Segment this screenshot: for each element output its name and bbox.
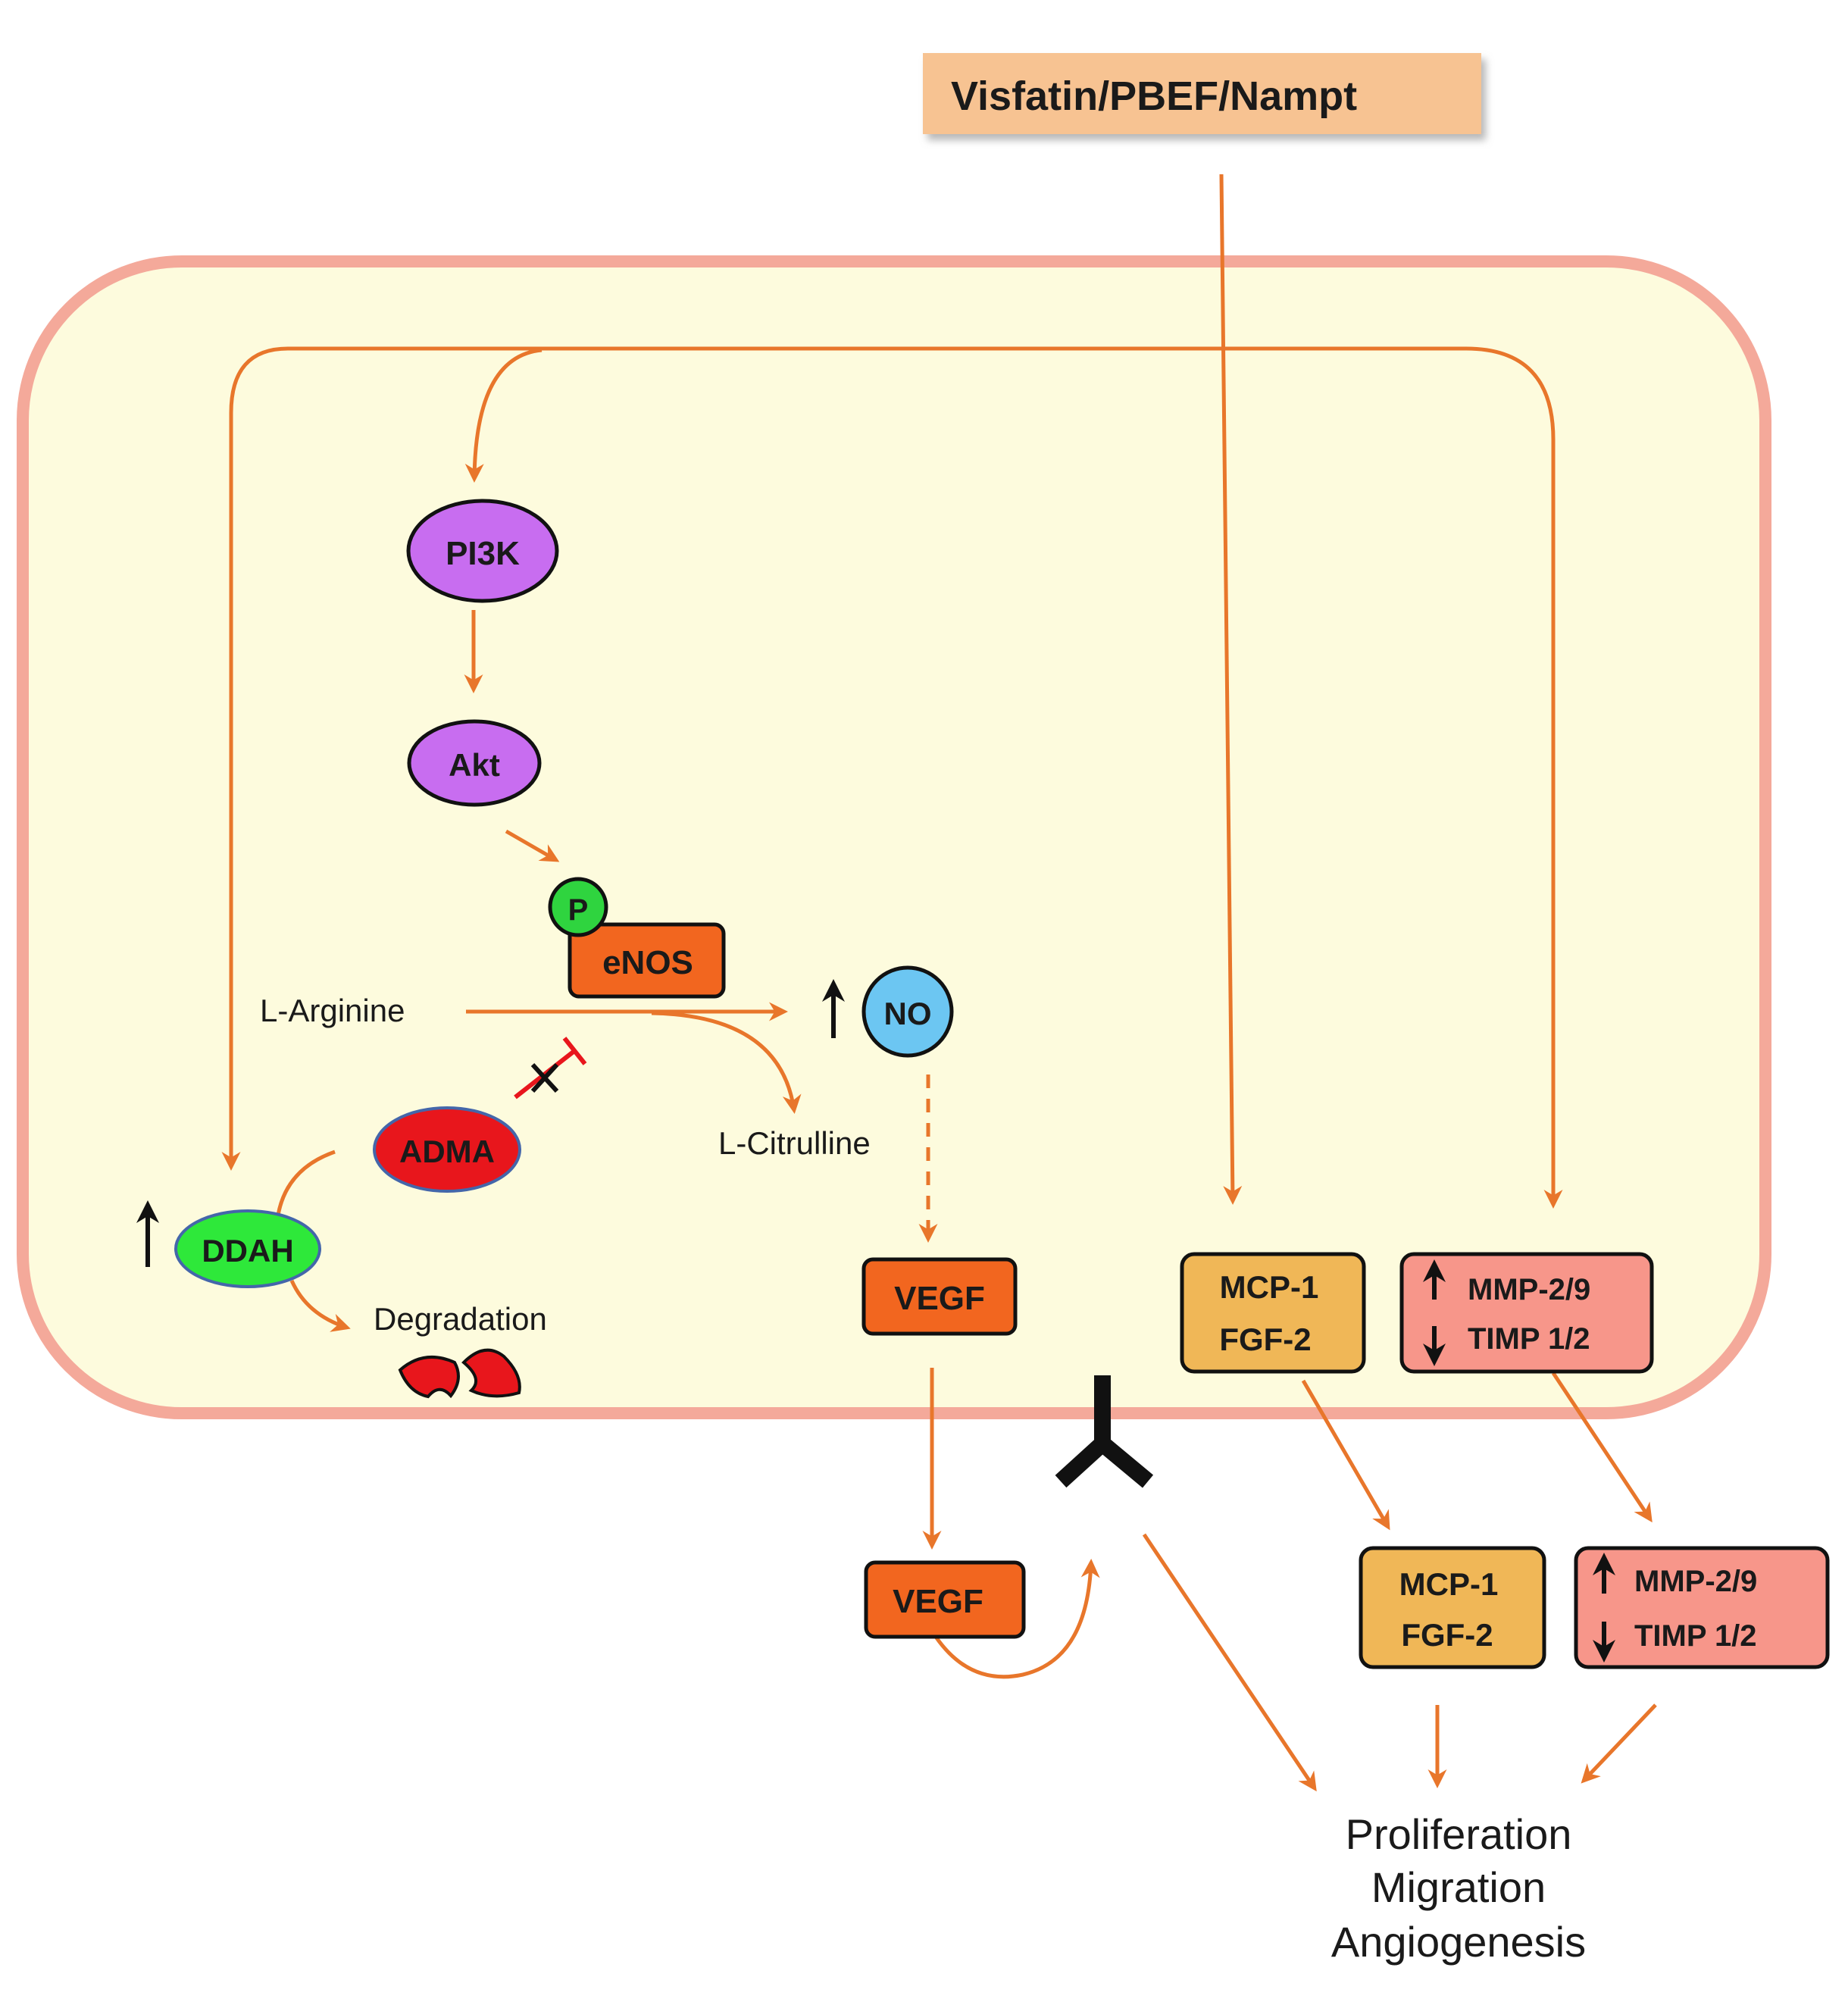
outcome-proliferation: Proliferation	[1346, 1810, 1572, 1858]
enos-label: eNOS	[602, 944, 693, 981]
receptor-icon	[1055, 1375, 1154, 1488]
vegf-inside-box: VEGF	[861, 1257, 1018, 1336]
mmp-outside-label: MMP-2/9	[1634, 1565, 1757, 1598]
pi3k-label: PI3K	[446, 535, 520, 572]
outcomes-list: Proliferation Migration Angiogenesis	[1331, 1810, 1586, 1966]
mmp-inside-label: MMP-2/9	[1468, 1273, 1590, 1306]
adma-label: ADMA	[399, 1134, 495, 1169]
phospho-label: P	[568, 893, 589, 927]
ddah-node: DDAH	[136, 1200, 321, 1288]
l-citrulline-label: L-Citrulline	[718, 1125, 871, 1161]
no-label: NO	[884, 996, 932, 1031]
fgf2-outside-label: FGF-2	[1401, 1617, 1493, 1653]
mcp1-fgf2-inside-box: MCP-1 FGF-2	[1180, 1252, 1366, 1374]
inhibition-blocked-icon	[514, 1037, 587, 1100]
phospho-badge	[548, 877, 608, 937]
no-node: NO	[822, 965, 954, 1058]
timp-inside-label: TIMP 1/2	[1468, 1322, 1590, 1356]
mmp-timp-outside-box: MMP-2/9 TIMP 1/2	[1574, 1546, 1830, 1669]
visfatin-label: Visfatin/PBEF/Nampt	[951, 74, 1357, 119]
mmp-timp-inside-box: MMP-2/9 TIMP 1/2	[1399, 1252, 1654, 1374]
timp-outside-label: TIMP 1/2	[1634, 1619, 1757, 1653]
outcome-angiogenesis: Angiogenesis	[1331, 1918, 1586, 1966]
pi3k-node: PI3K	[406, 499, 559, 603]
degraded-fragments-icon	[398, 1348, 521, 1399]
mcp1-fgf2-outside-box: MCP-1 FGF-2	[1359, 1546, 1546, 1669]
enos-node: eNOS P	[548, 877, 726, 999]
visfatin-box: Visfatin/PBEF/Nampt	[923, 53, 1481, 134]
pathway-arrows	[221, 174, 1657, 1792]
mcp1-inside-label: MCP-1	[1220, 1269, 1319, 1305]
outcome-migration: Migration	[1371, 1863, 1546, 1911]
vegf-outside-label: VEGF	[893, 1583, 983, 1620]
ddah-label: DDAH	[202, 1233, 293, 1268]
vegf-outside-box: VEGF	[864, 1560, 1026, 1639]
fgf2-inside-label: FGF-2	[1219, 1322, 1311, 1357]
akt-node: Akt	[407, 719, 542, 807]
l-arginine-label: L-Arginine	[260, 993, 405, 1028]
degradation-label: Degradation	[374, 1301, 547, 1337]
akt-label: Akt	[449, 747, 500, 783]
vegf-inside-label: VEGF	[894, 1280, 985, 1317]
mcp1-outside-label: MCP-1	[1399, 1566, 1499, 1602]
adma-node: ADMA	[373, 1106, 521, 1193]
